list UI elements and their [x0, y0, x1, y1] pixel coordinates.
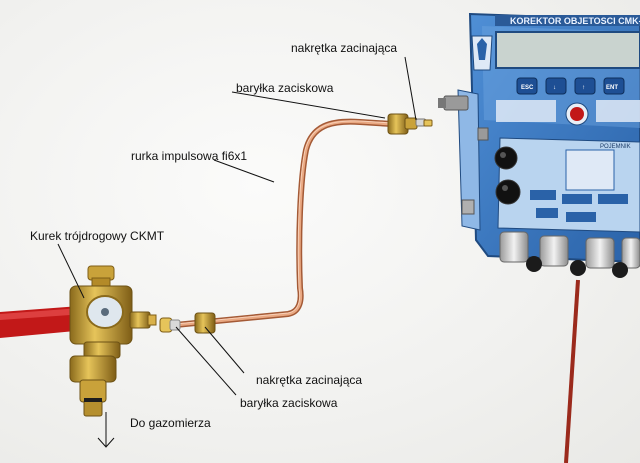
label-ferrule-bottom: baryłka zaciskowa: [240, 396, 338, 410]
label-nut-bottom: nakrętka zacinająca: [256, 373, 363, 387]
cable-glands: [499, 231, 640, 278]
down-arrow-icon: [97, 412, 115, 448]
bottom-nut-fitting: [159, 312, 216, 334]
label-nut-top: nakrętka zacinająca: [291, 41, 398, 55]
esc-key-label: ESC: [521, 85, 534, 91]
three-way-valve: [0, 265, 157, 417]
label-ferrule-top: baryłka zaciskowa: [236, 81, 334, 95]
red-cable: [564, 279, 580, 463]
leader-lines: [57, 56, 417, 396]
panel-title: POJEMNIK: [600, 144, 631, 150]
top-nut-fitting: [387, 113, 433, 135]
impulse-tube: [162, 118, 395, 329]
device-title: KOREKTOR OBJETOSCI CMK-02: [510, 16, 640, 26]
volume-corrector-device: [438, 12, 640, 278]
down-key-label: ↓: [553, 85, 556, 91]
label-to-gas-meter: Do gazomierza: [130, 416, 211, 430]
up-key-label: ↑: [582, 85, 585, 91]
label-impulse-tube: rurka impulsowa fi6x1: [131, 149, 248, 163]
label-three-way-valve: Kurek trójdrogowy CKMT: [30, 229, 165, 243]
ent-key-label: ENT: [606, 85, 618, 91]
